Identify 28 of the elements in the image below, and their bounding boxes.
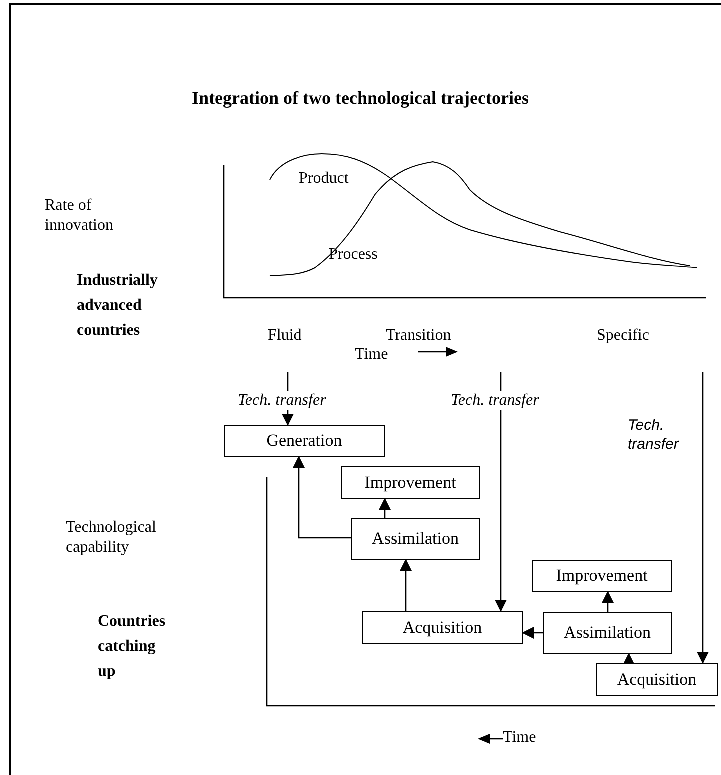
process-box: Assimilation bbox=[543, 612, 672, 654]
process-box: Improvement bbox=[341, 466, 480, 499]
text-label: Industrially advanced countries bbox=[77, 271, 159, 341]
text-label: Transition bbox=[386, 326, 452, 346]
arrow bbox=[400, 559, 412, 611]
process-box: Generation bbox=[224, 425, 385, 457]
text-label: Product bbox=[299, 169, 350, 189]
arrow bbox=[623, 653, 635, 665]
text-label: Technological capability bbox=[66, 518, 158, 558]
arrow bbox=[379, 498, 391, 518]
arrow bbox=[495, 372, 507, 612]
text-label: Time bbox=[503, 728, 538, 748]
process-box: Assimilation bbox=[351, 518, 480, 560]
text-label: Fluid bbox=[268, 326, 303, 346]
text-label: Specific bbox=[597, 326, 650, 346]
process-box: Acquisition bbox=[596, 663, 718, 696]
arrow bbox=[522, 627, 543, 639]
text-label: Process bbox=[329, 245, 379, 265]
process-box: Acquisition bbox=[362, 611, 523, 644]
diagram-title: Integration of two technological trajectories bbox=[191, 88, 530, 109]
text-label: Rate of innovation bbox=[45, 196, 114, 236]
text-label: Countries catching up bbox=[98, 612, 167, 682]
process-box: Improvement bbox=[532, 560, 672, 592]
arrow bbox=[293, 456, 351, 539]
edge-label: Tech. transfer bbox=[628, 416, 680, 454]
arrow bbox=[602, 591, 614, 612]
text-label: Time bbox=[355, 345, 390, 365]
arrow bbox=[697, 372, 709, 664]
